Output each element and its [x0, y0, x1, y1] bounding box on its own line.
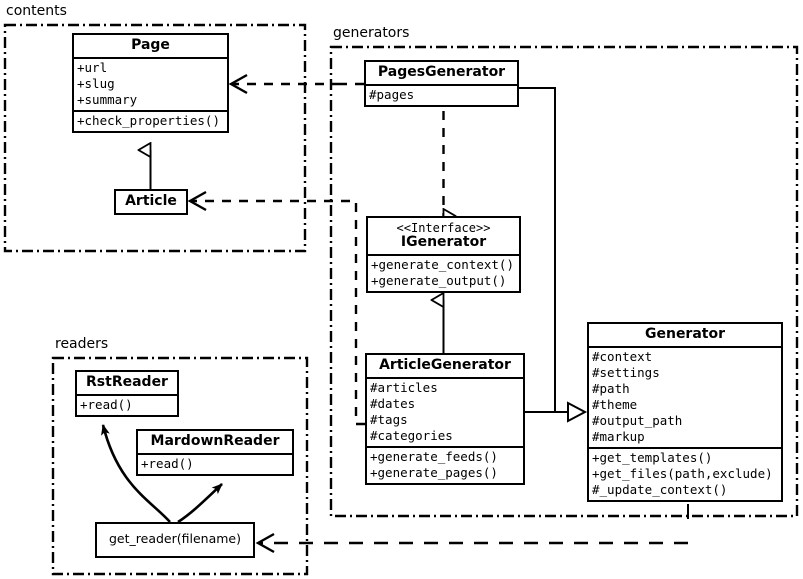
class-box-pagesgenerator[interactable]: PagesGenerator #pages — [364, 60, 519, 107]
class-attributes-page: +url +slug +summary — [74, 57, 227, 110]
operation-generate-output: +generate_output() — [371, 273, 507, 288]
connector-getreader-to-rstreader — [101, 424, 171, 523]
operation-get-templates: +get_templates() — [592, 450, 713, 465]
class-name-generator: Generator — [644, 326, 725, 342]
operation-update-context: #_update_context() — [592, 482, 728, 497]
connector-articlegenerator-depends-article — [191, 199, 365, 426]
class-box-rstreader[interactable]: RstReader +read() — [75, 370, 179, 417]
function-name-get-reader: get_reader(filename) — [109, 531, 241, 546]
class-name-page: Page — [131, 37, 170, 53]
connector-pagesgenerator-generalizes-generator — [519, 87, 568, 413]
operation-get-files: +get_files(path,exclude) — [592, 466, 773, 481]
class-box-page[interactable]: Page +url +slug +summary +check_properti… — [72, 33, 229, 133]
class-attributes-generator: #context #settings #path #theme #output_… — [589, 346, 781, 447]
attribute-summary: +summary — [77, 92, 138, 107]
package-border-generators — [329, 45, 799, 518]
package-border-contents — [3, 23, 307, 253]
class-operations-mardownreader: +read() — [138, 453, 292, 474]
attribute-pages: #pages — [369, 87, 415, 102]
class-name-articlegenerator: ArticleGenerator — [379, 357, 511, 373]
package-label-contents: contents — [4, 3, 69, 19]
class-attributes-pagesgenerator: #pages — [366, 84, 517, 105]
package-label-generators: generators — [331, 25, 412, 41]
dependency-arrowhead-page — [228, 73, 248, 95]
connector-getreader-to-mardownreader — [177, 483, 223, 524]
attribute-markup: #markup — [592, 429, 645, 444]
class-box-igenerator[interactable]: <<Interface>> IGenerator +generate_conte… — [366, 216, 521, 293]
attribute-settings: #settings — [592, 365, 660, 380]
class-name-article: Article — [125, 193, 177, 209]
class-box-articlegenerator[interactable]: ArticleGenerator #articles #dates #tags … — [365, 353, 525, 485]
dependency-arrowhead-getreader — [255, 532, 275, 554]
class-name-igenerator: IGenerator — [400, 234, 487, 250]
class-box-article[interactable]: Article — [114, 189, 188, 215]
class-box-mardownreader[interactable]: MardownReader +read() — [136, 429, 294, 476]
operation-read-rstreader: +read() — [80, 397, 133, 412]
operation-generate-context: +generate_context() — [371, 257, 514, 272]
class-attributes-articlegenerator: #articles #dates #tags #categories — [367, 377, 523, 446]
class-operations-igenerator: +generate_context() +generate_output() — [368, 254, 519, 291]
attribute-categories: #categories — [370, 428, 453, 443]
attribute-articles: #articles — [370, 380, 438, 395]
attribute-output-path: #output_path — [592, 413, 683, 428]
attribute-path: #path — [592, 381, 630, 396]
attribute-dates: #dates — [370, 396, 416, 411]
operation-read-mardownreader: +read() — [141, 456, 194, 471]
function-box-get-reader[interactable]: get_reader(filename) — [95, 522, 255, 558]
class-operations-page: +check_properties() — [74, 110, 227, 131]
class-box-generator[interactable]: Generator #context #settings #path #them… — [587, 322, 783, 502]
class-name-mardownreader: MardownReader — [150, 433, 280, 449]
generalization-arrowhead-generator — [567, 401, 588, 423]
class-stereotype-igenerator: <<Interface>> — [396, 221, 491, 235]
operation-generate-pages: +generate_pages() — [370, 465, 498, 480]
class-name-rstreader: RstReader — [86, 374, 168, 390]
attribute-slug: +slug — [77, 76, 115, 91]
class-name-pagesgenerator: PagesGenerator — [377, 64, 506, 80]
package-border-readers — [51, 356, 309, 576]
operation-generate-feeds: +generate_feeds() — [370, 449, 498, 464]
attribute-tags: #tags — [370, 412, 408, 427]
class-operations-rstreader: +read() — [77, 394, 177, 415]
operation-check-properties: +check_properties() — [77, 113, 220, 128]
class-operations-articlegenerator: +generate_feeds() +generate_pages() — [367, 446, 523, 483]
attribute-theme: #theme — [592, 397, 638, 412]
dependency-arrowhead-article — [187, 190, 207, 212]
attribute-url: +url — [77, 60, 108, 75]
class-operations-generator: +get_templates() +get_files(path,exclude… — [589, 447, 781, 500]
package-label-readers: readers — [53, 336, 111, 352]
attribute-context: #context — [592, 349, 653, 364]
